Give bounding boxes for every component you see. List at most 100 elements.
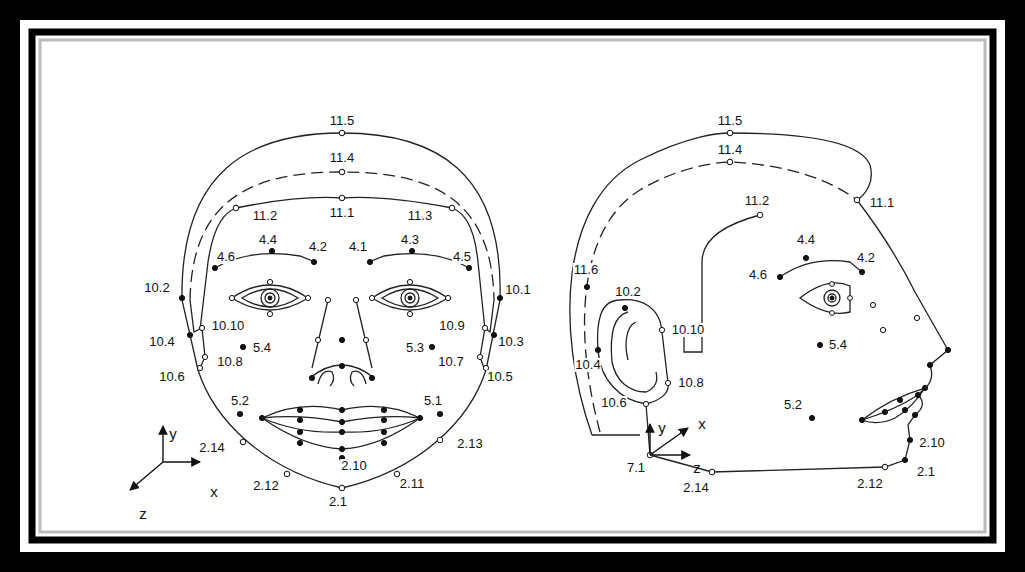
side-feature-points <box>914 315 919 320</box>
front-feature-points <box>311 259 316 264</box>
side-feature-points <box>912 412 917 417</box>
feature-point-number: 2.14 <box>198 441 225 455</box>
feature-point-number: 11.6 <box>573 263 599 277</box>
front-feature-points <box>381 417 386 422</box>
frame <box>20 20 1005 552</box>
side-face <box>570 133 948 472</box>
side-feature-points <box>643 401 648 406</box>
front-feature-points <box>267 311 272 316</box>
front-face <box>182 133 500 488</box>
feature-point-number: 5.4 <box>828 338 848 352</box>
side-feature-points <box>915 392 920 397</box>
feature-point-number: 10.3 <box>497 335 524 349</box>
side-face <box>862 388 925 423</box>
feature-point-number: 10.4 <box>574 358 601 372</box>
front-face <box>265 293 275 303</box>
side-face <box>824 290 840 306</box>
front-face <box>182 133 500 488</box>
front-feature-points <box>381 429 386 434</box>
front-face <box>232 285 308 310</box>
front-feature-points <box>437 437 443 443</box>
front-feature-points <box>353 297 358 302</box>
side-feature-points <box>803 255 808 260</box>
front-feature-points <box>325 297 330 302</box>
feature-point-number: 5.2 <box>230 394 250 408</box>
frame <box>36 36 989 536</box>
front-face <box>356 300 372 368</box>
side-face <box>780 261 862 277</box>
front-axes <box>130 426 200 490</box>
feature-point-number: 10.2 <box>143 281 170 295</box>
side-feature-points <box>709 469 715 475</box>
side-feature-points <box>595 347 600 352</box>
feature-point-number: 10.2 <box>614 285 641 299</box>
side-feature-points <box>902 407 907 412</box>
side-axes <box>649 424 650 455</box>
feature-point-number: 2.12 <box>856 477 883 491</box>
front-feature-points <box>297 440 302 445</box>
front-feature-points <box>381 440 386 445</box>
feature-point-number: 10.8 <box>677 376 704 390</box>
front-feature-points <box>407 279 412 284</box>
feature-point-number: 5.2 <box>783 398 803 412</box>
feature-point-number: 5.4 <box>252 341 272 355</box>
front-feature-points <box>339 195 345 201</box>
feature-point-number: 11.1 <box>869 196 895 210</box>
feature-point-number: 11.5 <box>717 114 743 128</box>
axis-label: y <box>657 421 667 435</box>
side-feature-points <box>830 296 834 300</box>
front-feature-points <box>408 296 412 300</box>
front-feature-points <box>339 429 344 434</box>
front-feature-points <box>179 295 184 300</box>
front-feature-points <box>240 344 245 349</box>
side-feature-points <box>902 457 907 462</box>
feature-point-number: 11.4 <box>329 151 355 165</box>
side-feature-points <box>859 269 864 274</box>
side-axes <box>650 428 688 455</box>
front-face <box>262 406 420 449</box>
front-feature-points <box>202 354 207 359</box>
side-feature-points <box>880 327 885 332</box>
feature-point-number: 5.3 <box>405 341 425 355</box>
front-feature-points <box>497 295 502 300</box>
axis-label: x <box>209 485 219 499</box>
side-feature-points <box>584 284 589 289</box>
front-feature-points <box>284 471 290 477</box>
feature-point-number: 11.3 <box>407 209 433 223</box>
side-feature-points <box>727 159 733 165</box>
side-feature-points <box>817 342 822 347</box>
front-feature-points <box>339 169 345 175</box>
feature-point-number: 4.5 <box>452 250 472 264</box>
side-feature-points <box>882 409 887 414</box>
feature-point-number: 10.4 <box>148 335 175 349</box>
feature-point-number: 10.8 <box>216 355 243 369</box>
front-axes <box>130 462 163 490</box>
front-feature-points <box>187 332 192 337</box>
feature-point-number: 4.3 <box>400 233 420 247</box>
feature-point-number: 10.6 <box>600 396 627 410</box>
side-feature-points <box>622 305 627 310</box>
front-face <box>200 197 485 330</box>
side-face <box>592 434 640 435</box>
side-axes <box>650 424 690 455</box>
side-feature-points <box>882 464 888 470</box>
front-feature-points <box>369 295 374 300</box>
feature-point-number: 10.1 <box>504 283 531 297</box>
side-feature-points <box>854 197 860 203</box>
feature-point-number: 10.7 <box>437 355 464 369</box>
side-feature-points <box>870 302 875 307</box>
front-feature-points <box>233 205 239 211</box>
front-feature-points <box>240 439 246 445</box>
feature-point-number: 4.6 <box>216 250 236 264</box>
side-face <box>611 312 656 392</box>
front-feature-points <box>212 265 217 270</box>
front-feature-points <box>229 295 234 300</box>
front-feature-points <box>297 407 302 412</box>
side-face <box>598 300 669 404</box>
axis-label: z <box>692 461 702 475</box>
side-feature-points <box>859 417 864 422</box>
side-feature-points <box>809 415 814 420</box>
front-feature-points <box>429 344 434 349</box>
front-feature-points <box>339 446 344 451</box>
